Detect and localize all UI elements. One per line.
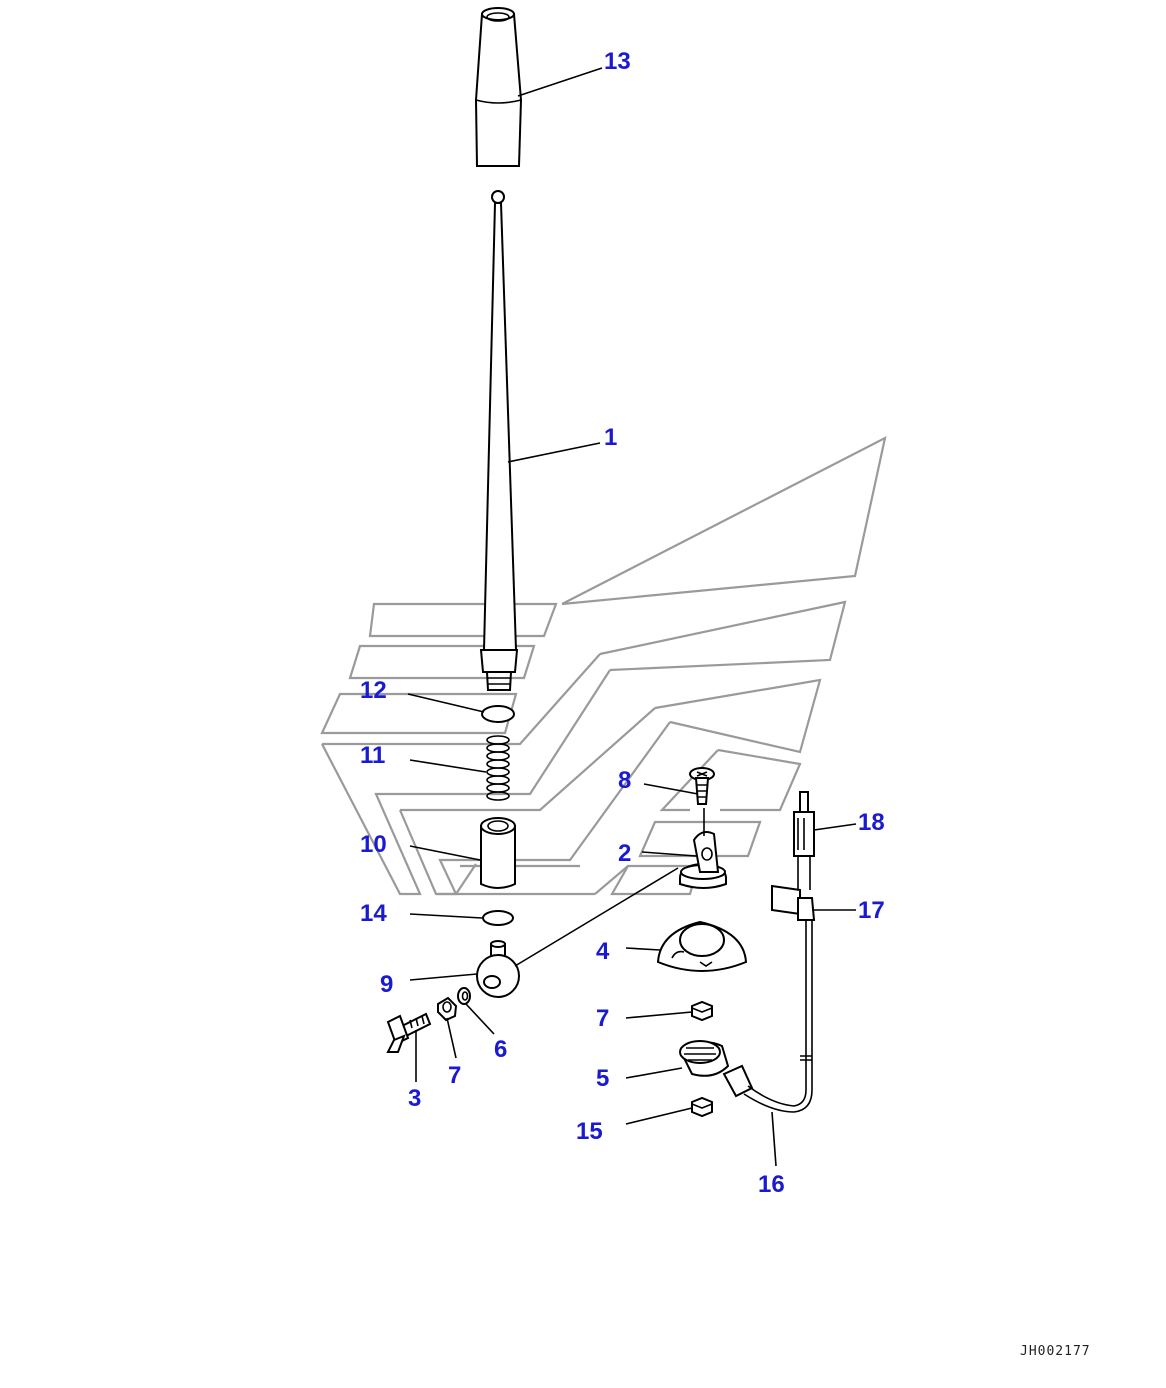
ring-part-14 xyxy=(482,910,514,926)
callout-15: 15 xyxy=(576,1118,603,1145)
cable-terminal-part-5 xyxy=(679,1040,754,1098)
sleeve-part-10 xyxy=(480,817,516,889)
callout-2: 2 xyxy=(618,840,631,867)
callout-10: 10 xyxy=(360,831,387,858)
bracket-part-2 xyxy=(679,831,727,889)
cable-part-16 xyxy=(743,920,813,1113)
callout-9: 9 xyxy=(380,971,393,998)
callout-14: 14 xyxy=(360,900,387,927)
base-cover-part-4 xyxy=(656,920,748,972)
ball-joint-part-9 xyxy=(476,940,520,998)
nut-part-15 xyxy=(691,1096,713,1118)
clamp-part-17 xyxy=(771,884,816,921)
spring-part-11 xyxy=(486,735,510,801)
callout-13: 13 xyxy=(604,48,631,75)
washer-part-6 xyxy=(457,987,471,1005)
callout-11: 11 xyxy=(360,742,385,769)
callout-7-right: 7 xyxy=(596,1005,609,1032)
callout-12: 12 xyxy=(360,677,387,704)
cap-part-13 xyxy=(474,7,523,167)
ring-part-12 xyxy=(481,705,515,723)
callout-16: 16 xyxy=(758,1171,785,1198)
callout-4: 4 xyxy=(596,938,610,965)
document-id: JH002177 xyxy=(1020,1344,1091,1359)
callout-1: 1 xyxy=(604,424,617,451)
screw-part-8 xyxy=(689,767,715,805)
callout-7-left: 7 xyxy=(448,1062,461,1089)
antenna-rod-part-1 xyxy=(479,190,519,691)
callout-8: 8 xyxy=(618,767,631,794)
callout-5: 5 xyxy=(596,1065,609,1092)
leader-lines xyxy=(407,67,857,1167)
callout-3: 3 xyxy=(408,1085,421,1112)
nut-part-7-right xyxy=(691,1000,713,1022)
callout-6: 6 xyxy=(494,1036,507,1063)
wing-bolt-part-3 xyxy=(386,1012,432,1053)
callout-17: 17 xyxy=(858,897,885,924)
nut-part-7-left xyxy=(437,996,458,1022)
callout-labels: 13 1 12 11 10 14 9 3 7 6 8 2 4 7 5 15 16… xyxy=(360,48,885,1198)
callout-18: 18 xyxy=(858,809,885,836)
plug-part-18 xyxy=(793,791,815,890)
